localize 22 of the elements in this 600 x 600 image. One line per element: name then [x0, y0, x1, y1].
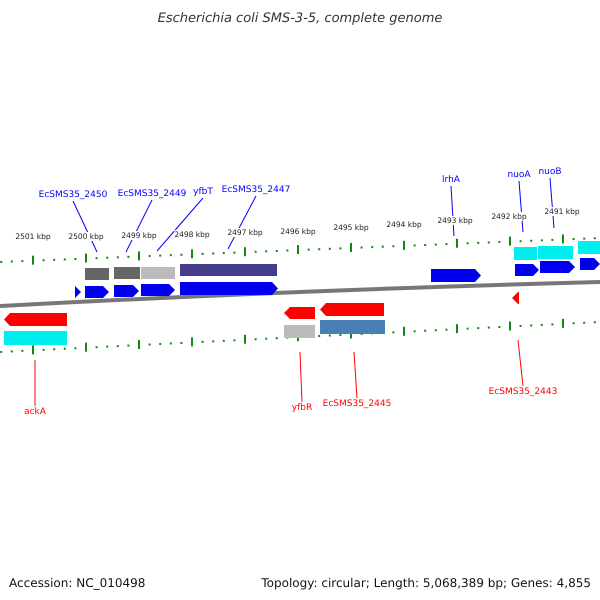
- accession-text: Accession: NC_010498: [9, 575, 146, 592]
- gene-label: ackA: [24, 406, 46, 418]
- leader-line: [518, 340, 524, 386]
- title: Escherichia coli SMS-3-5, complete genome: [156, 10, 444, 28]
- gene-label: nuoB: [538, 166, 562, 178]
- gene-label: nuoA: [507, 169, 531, 181]
- leader-line: [354, 352, 358, 398]
- gene-label: EcSMS35_2445: [322, 398, 392, 410]
- gene-label: yfbR: [292, 402, 312, 414]
- gene-label: EcSMS35_2447: [222, 184, 290, 196]
- leader-line: [300, 352, 302, 402]
- leader-line: [72, 200, 98, 252]
- gene-label: EcSMS35_2449: [118, 188, 186, 200]
- leader-line: [156, 198, 204, 252]
- gene-label: yfbT: [193, 186, 213, 198]
- leader-line: [34, 360, 36, 406]
- gene-label: EcSMS35_2450: [38, 189, 108, 201]
- genome-info-text: Topology: circular; Length: 5,068,389 bp; Genes: 4,855: [261, 575, 591, 592]
- leader-line: [126, 200, 152, 252]
- gene-label: EcSMS35_2443: [488, 386, 558, 398]
- leader-line: [228, 196, 256, 250]
- gene-label: lrhA: [442, 174, 460, 186]
